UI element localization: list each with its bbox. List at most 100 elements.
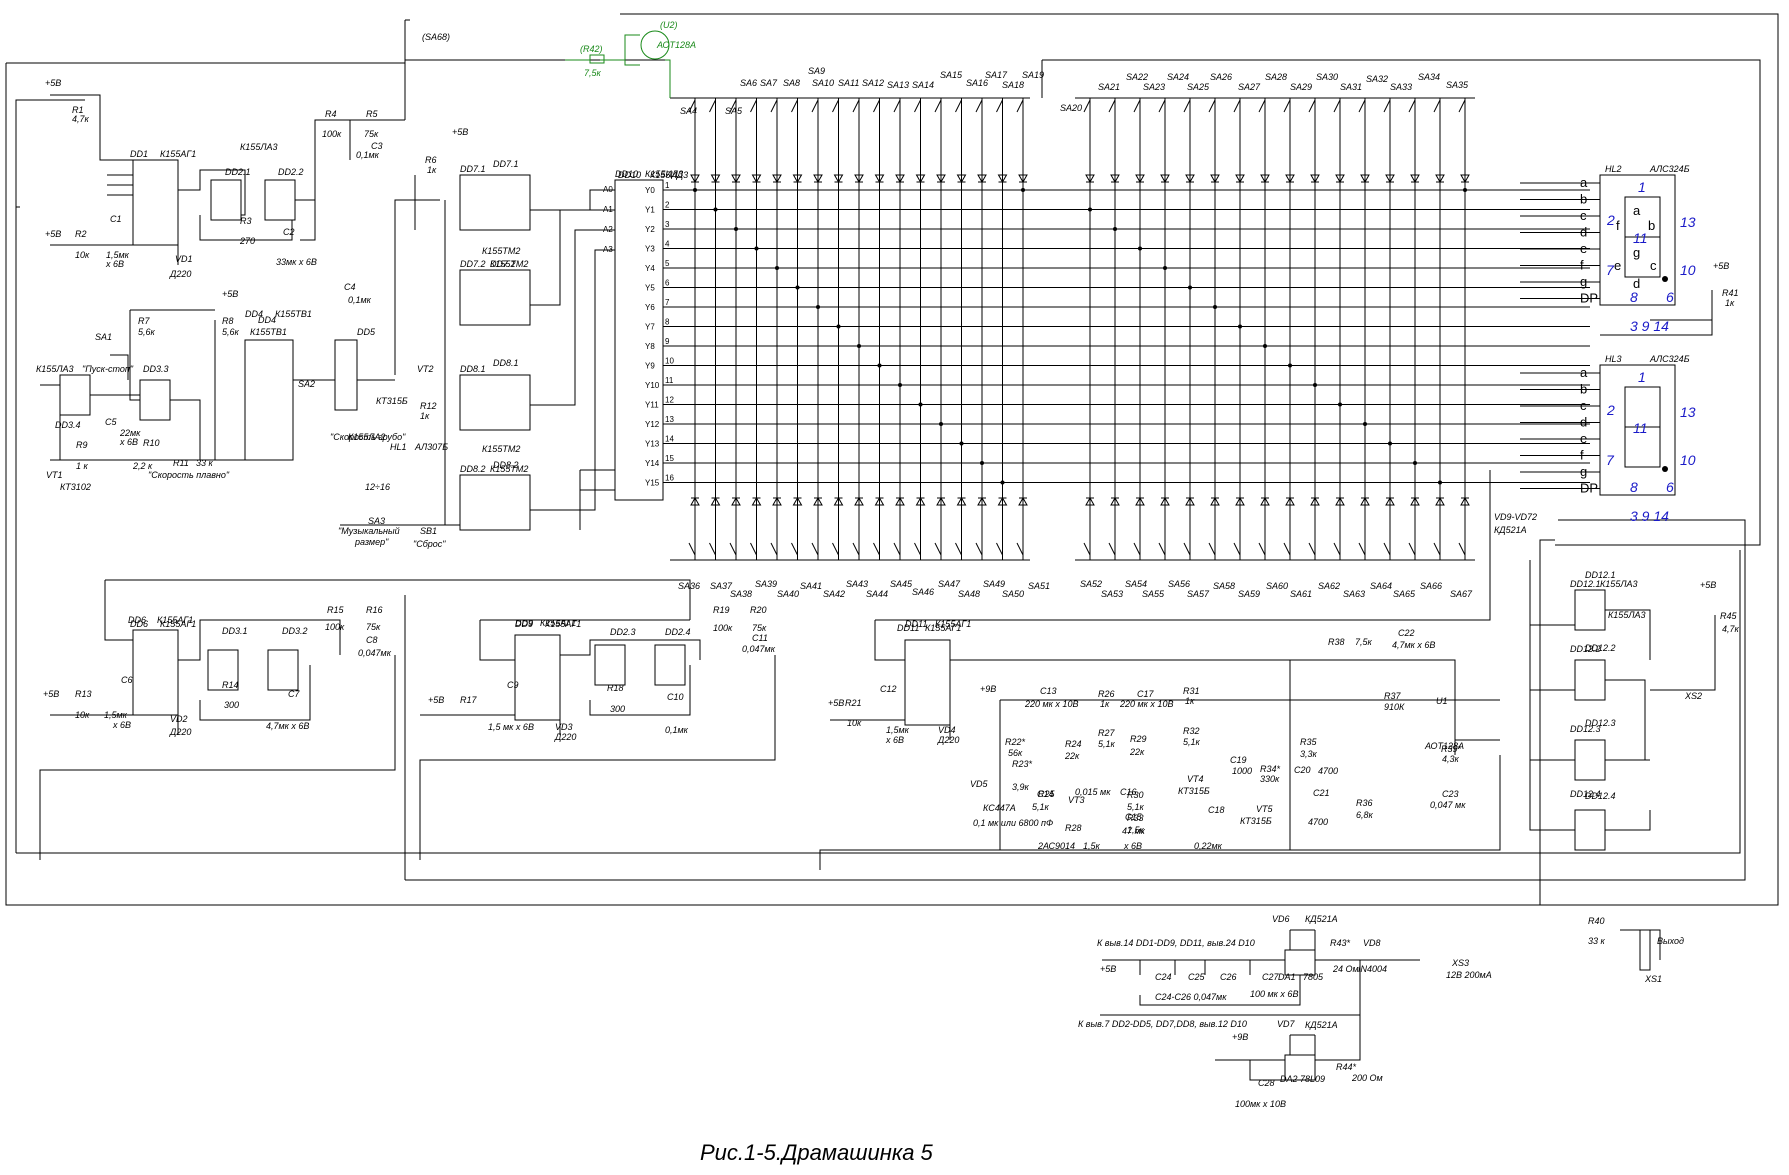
component-label: VT1 xyxy=(46,470,63,480)
junction-dot xyxy=(877,363,882,368)
junction-dot xyxy=(898,383,902,387)
junction-dot xyxy=(1413,461,1417,465)
component-label: К155АГ1 xyxy=(540,618,576,628)
component-label: C13 xyxy=(1040,686,1057,696)
switch-icon xyxy=(1308,99,1316,113)
component-label: SA25 xyxy=(1187,82,1210,92)
decoder-pin-number: 7 xyxy=(665,298,670,307)
switch-icon xyxy=(1158,542,1166,556)
component-label: К155ТМ2 xyxy=(482,444,520,454)
diode-icon xyxy=(956,496,967,506)
component-label: R24 xyxy=(1065,739,1082,749)
component-label: R41 xyxy=(1722,288,1739,298)
component-label: C8 xyxy=(366,635,378,645)
component-label: АОТ128А xyxy=(656,40,696,50)
component-label: SA52 xyxy=(1080,579,1102,589)
switch-icon xyxy=(1283,542,1291,556)
decoder-pin-number: 12 xyxy=(665,396,674,405)
diode-icon xyxy=(1460,174,1470,184)
component-label: R2 xyxy=(75,229,87,239)
component-label: 47 мк xyxy=(1122,826,1146,836)
component-label: C25 xyxy=(1188,972,1206,982)
component-label: C1 xyxy=(110,214,122,224)
display-pin-number: 3 9 14 xyxy=(1630,508,1669,524)
switch-icon xyxy=(873,99,880,113)
switch-icon xyxy=(1133,542,1141,556)
diode-icon xyxy=(1435,174,1445,184)
diode-icon xyxy=(915,496,926,506)
diode-icon xyxy=(710,174,721,184)
component-label: 24 Ом xyxy=(1332,964,1359,974)
switch-icon xyxy=(1183,542,1191,556)
component-label: R36 xyxy=(1356,798,1373,808)
display-pin-number: 6 xyxy=(1666,289,1674,305)
switch-icon xyxy=(934,99,942,113)
junction-dot xyxy=(1163,266,1167,270)
component-label: Д220 xyxy=(937,735,959,745)
component-label: 10к xyxy=(847,718,862,728)
component-label: Д220 xyxy=(169,727,191,737)
junction-dot xyxy=(1438,480,1442,485)
component-label: SA62 xyxy=(1318,581,1340,591)
decoder-pin-number: 3 xyxy=(665,220,670,229)
segment-letter: b xyxy=(1648,218,1655,233)
switch-icon xyxy=(996,99,1003,113)
component-label: 2АС9014 xyxy=(1037,841,1075,851)
component-label: DA2 xyxy=(1280,1074,1298,1084)
diode-icon xyxy=(1135,174,1145,184)
diode-icon xyxy=(1310,174,1320,184)
switch-icon xyxy=(688,99,696,113)
diode-icon xyxy=(833,174,844,184)
component-label: R6 xyxy=(425,155,437,165)
component-label: HL3 xyxy=(1605,354,1622,364)
display-pin-number: 13 xyxy=(1680,214,1696,230)
component-label: +5В xyxy=(1700,580,1716,590)
component-label: R27 xyxy=(1098,728,1116,738)
component-label: 78L09 xyxy=(1300,1074,1325,1084)
component-label: К выв.7 DD2-DD5, DD7,DD8, выв.12 D10 xyxy=(1078,1019,1247,1029)
component-label: HL1 xyxy=(390,442,407,452)
component-label: R44* xyxy=(1336,1062,1357,1072)
component-label: C28 xyxy=(1258,1078,1275,1088)
decoder-pin-number: 13 xyxy=(665,415,674,424)
component-label: R30 xyxy=(1127,790,1144,800)
component-label: "Скорость плавно" xyxy=(148,470,230,480)
component-label: 0,015 мк xyxy=(1075,787,1111,797)
junction-dot xyxy=(1238,324,1242,329)
diode-icon xyxy=(813,174,823,184)
display-pin-number: 1 xyxy=(1638,369,1646,385)
component-label: R25 xyxy=(1038,789,1056,799)
junction-dot xyxy=(1138,246,1142,251)
diode-matrix: Y01Y12Y23Y34Y45Y56Y67Y78Y89Y910Y1011Y111… xyxy=(603,98,1590,560)
component-label: 1к xyxy=(427,165,437,175)
diode-icon xyxy=(895,496,905,506)
component-label: 300 xyxy=(224,700,239,710)
component-label: 3,9к xyxy=(1012,782,1030,792)
chip-type-label: К155АГ1 xyxy=(160,619,196,629)
component-label: 5,1к xyxy=(1183,737,1201,747)
component-label: К155ЛА3 xyxy=(1608,610,1646,620)
component-label: SA4 xyxy=(680,106,697,116)
component-label: DD11 xyxy=(897,623,919,633)
switch-icon xyxy=(832,542,839,556)
switch-icon xyxy=(1333,99,1341,113)
switch-icon xyxy=(934,542,942,556)
component-label: АЛС324Б xyxy=(1649,164,1690,174)
component-label: 7,5к xyxy=(584,68,602,78)
component-label: SA22 xyxy=(1126,72,1148,82)
switch-icon xyxy=(914,542,921,556)
switch-icon xyxy=(1458,99,1466,113)
component-label: SA67 xyxy=(1450,589,1473,599)
junction-dot xyxy=(1463,188,1467,192)
component-label: R38 xyxy=(1328,637,1345,647)
switch-icon xyxy=(1458,542,1466,556)
decoder-pin-number: 1 xyxy=(665,181,670,190)
component-label: 4,7к xyxy=(1722,624,1740,634)
display-pin-number: 7 xyxy=(1606,262,1615,278)
component-label: 4,7мк х 6В xyxy=(266,721,309,731)
component-label: DD12.3 xyxy=(1585,718,1616,728)
diode-icon xyxy=(1110,496,1120,506)
component-label: R45 xyxy=(1720,611,1738,621)
switch-icon xyxy=(1333,542,1341,556)
component-label: SA45 xyxy=(890,579,913,589)
